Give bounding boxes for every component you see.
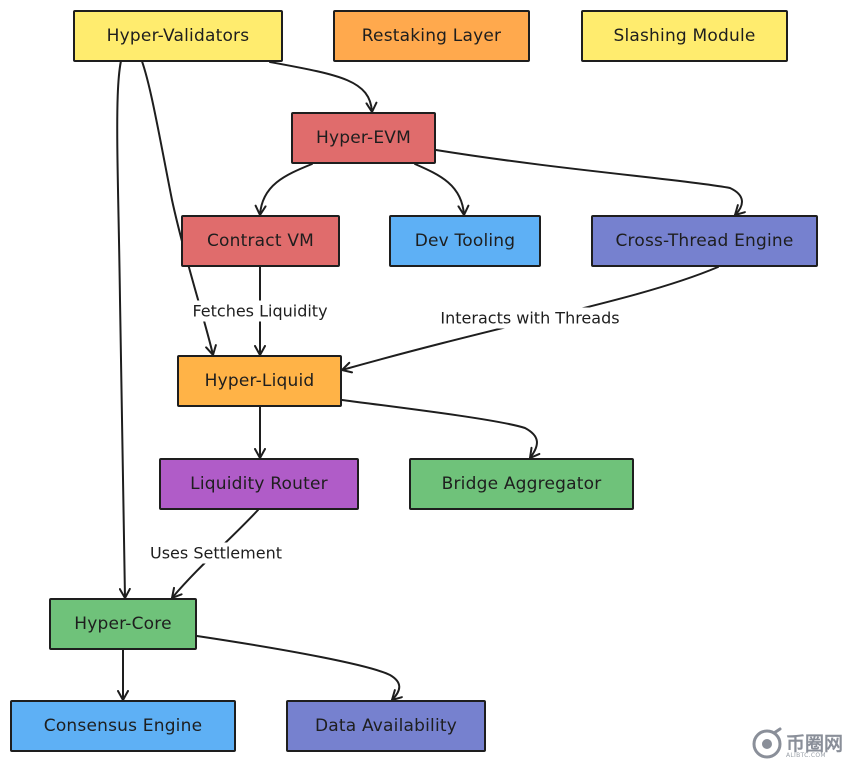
node-hyper-evm[interactable]: Hyper-EVM [291, 112, 436, 164]
watermark: 币圈网 ALIBTC.COM [750, 725, 857, 763]
edge-label-background [147, 542, 285, 564]
node-hyper-core[interactable]: Hyper-Core [49, 598, 197, 650]
edge-hyper-liquid-to-bridge-aggregator [341, 399, 541, 459]
edge-label-contract-vm-to-hyper-liquid: Fetches Liquidity [192, 302, 327, 321]
edge-hyper-core-to-data-availability [196, 635, 403, 701]
node-dev-tooling[interactable]: Dev Tooling [389, 215, 541, 267]
watermark-text: 币圈网 [786, 733, 844, 755]
edge-label-liquidity-router-to-hyper-core: Uses Settlement [150, 544, 282, 563]
node-bridge-aggregator[interactable]: Bridge Aggregator [409, 458, 634, 510]
node-contract-vm[interactable]: Contract VM [181, 215, 340, 267]
watermark-subtext: ALIBTC.COM [786, 752, 826, 759]
node-cross-thread-engine[interactable]: Cross-Thread Engine [591, 215, 818, 267]
edge-hyper-evm-to-dev-tooling [414, 163, 470, 216]
edge-hyper-evm-to-cross-thread-engine [435, 149, 746, 216]
node-hyper-liquid[interactable]: Hyper-Liquid [177, 355, 342, 407]
edge-label-background [189, 300, 331, 322]
node-slashing-module[interactable]: Slashing Module [581, 10, 788, 62]
edge-label-background [437, 307, 623, 329]
edge-label-cross-thread-engine-to-hyper-liquid: Interacts with Threads [440, 309, 619, 328]
node-data-availability[interactable]: Data Availability [286, 700, 486, 752]
edge-hyper-validators-to-hyper-evm [269, 61, 378, 113]
edge-hyper-evm-to-contract-vm [254, 163, 313, 216]
node-hyper-validators[interactable]: Hyper-Validators [73, 10, 283, 62]
node-liquidity-router[interactable]: Liquidity Router [159, 458, 359, 510]
node-consensus-engine[interactable]: Consensus Engine [10, 700, 236, 752]
watermark-logo-icon [752, 727, 782, 759]
node-restaking-layer[interactable]: Restaking Layer [333, 10, 530, 62]
edge-hyper-validators-to-hyper-core [116, 45, 131, 599]
